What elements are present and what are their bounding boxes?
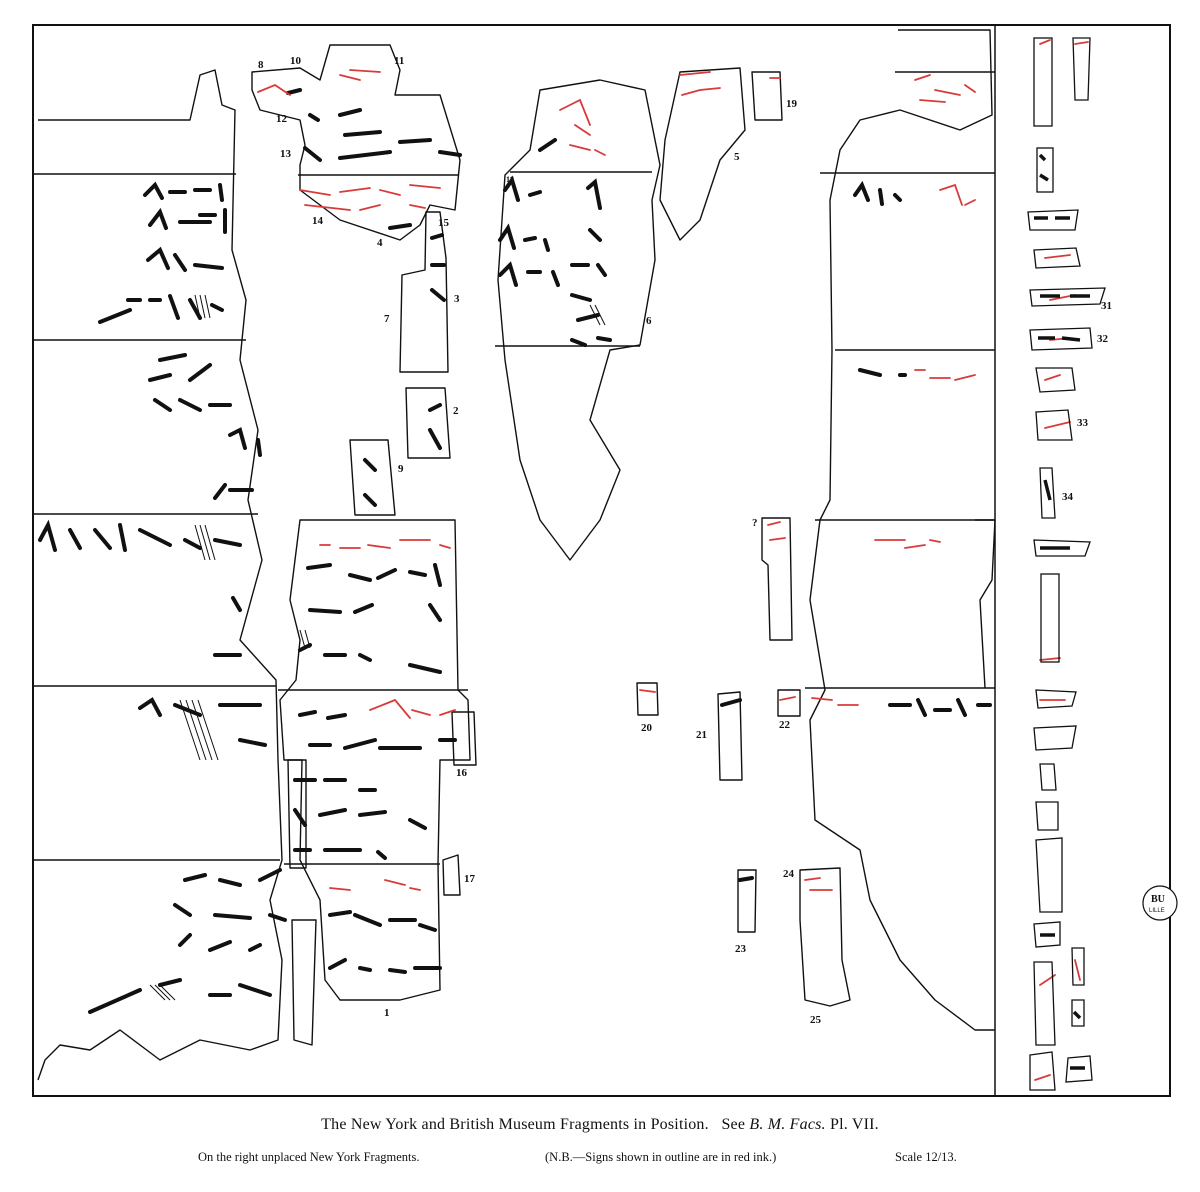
note-scale: Scale 12/13. [895, 1150, 957, 1165]
caption-plate: Pl. VII. [829, 1116, 879, 1133]
scale-value: 12/13. [925, 1150, 957, 1164]
fragment-number-12: 12 [276, 113, 288, 125]
fragment-number-7: 7 [384, 313, 390, 325]
fragment-number-34: 34 [1062, 491, 1074, 503]
fragment-number-11: 11 [394, 55, 404, 67]
fragment-number-17: 17 [464, 873, 476, 885]
fragment-number-10: 10 [290, 55, 302, 67]
fragment-number-22: 22 [779, 719, 791, 731]
fragment-number-23: 23 [735, 943, 747, 955]
fragment-number-2: 2 [453, 405, 459, 417]
fragment-number-25: 25 [810, 1014, 822, 1026]
fragment-number-31: 31 [1101, 300, 1112, 312]
fragment-number-20: 20 [641, 722, 653, 734]
fragment-number-4: 4 [377, 237, 383, 249]
fragment-number-32: 32 [1097, 333, 1109, 345]
plate-caption: The New York and British Museum Fragment… [0, 1116, 1200, 1134]
caption-see: See [721, 1116, 746, 1133]
unplaced-fragments [1027, 37, 1106, 1091]
fragment-number-14: 14 [312, 215, 324, 227]
stamp-line2: LILLE [1149, 908, 1165, 914]
note-unplaced: On the right unplaced New York Fragments… [198, 1150, 420, 1164]
stamp-line1: BU [1151, 894, 1165, 905]
fragment-number-1: 1 [384, 1007, 390, 1019]
fragment-number-18: 18 [506, 175, 514, 184]
fragment-number-33: 33 [1077, 417, 1089, 429]
red-ink-signs [257, 39, 1089, 1081]
unplaced-black-signs [1034, 153, 1090, 1070]
fragment-number-6: 6 [646, 315, 652, 327]
register-lines [33, 71, 995, 865]
fragment-number-15: 15 [438, 217, 450, 229]
scale-label: Scale [895, 1150, 923, 1164]
fragment-number-16: 16 [456, 767, 468, 779]
black-ink-signs [38, 88, 992, 1014]
caption-facs: B. M. Facs. [749, 1116, 826, 1133]
fragment-number-21: 21 [696, 729, 707, 741]
fragment-number-9: 9 [398, 463, 404, 475]
fragment-number-24: 24 [783, 868, 795, 880]
fragment-number-3: 3 [454, 293, 460, 305]
fragment-number-5: 5 [734, 151, 740, 163]
caption-title: The New York and British Museum Fragment… [321, 1116, 709, 1133]
hatched-areas [149, 294, 606, 1001]
plate-frame [32, 24, 1171, 1097]
library-stamp: BU LILLE [1142, 885, 1178, 921]
fragment-number-8: 8 [258, 59, 264, 71]
papyrus-plate: 8 10 11 12 13 14 4 15 3 7 2 9 16 17 1 18… [32, 24, 1178, 1097]
note-red-ink: (N.B.—Signs shown in outline are in red … [545, 1150, 777, 1164]
fragment-number-19: 19 [786, 98, 798, 110]
fragment-number-13: 13 [280, 148, 292, 160]
fragment-outlines [37, 29, 996, 1081]
fragment-number-unknown: ? [752, 517, 758, 529]
